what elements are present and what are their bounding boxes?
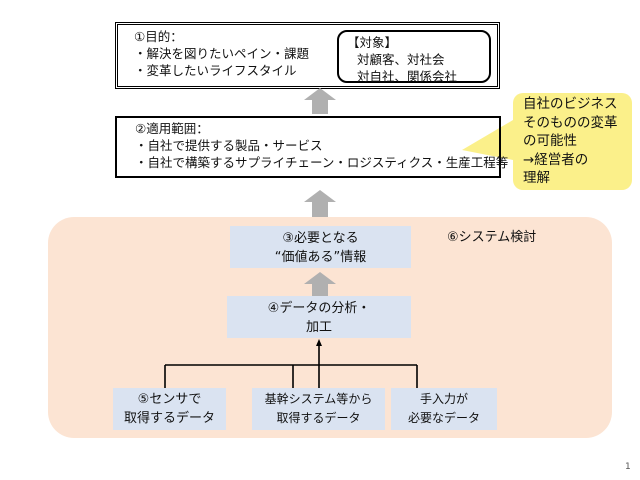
target-title: 【対象】 bbox=[347, 35, 398, 50]
callout-line: 自社のビジネス bbox=[523, 96, 618, 112]
purpose-box: ①目的： ・解決を図りたいペイン・課題 ・変革したいライフスタイル bbox=[115, 22, 500, 89]
core-system-data-box: 基幹システム等から 取得するデータ bbox=[252, 388, 385, 430]
up-arrow-icon bbox=[304, 88, 336, 114]
callout-note: 自社のビジネス そのものの変革 の可能性 →経営者の 理解 bbox=[513, 93, 632, 190]
arrow-head-icon bbox=[316, 339, 322, 346]
info-line: ③必要となる bbox=[282, 231, 359, 246]
page-number: 1 bbox=[625, 462, 631, 472]
info-line: “価値ある”情報 bbox=[274, 250, 367, 265]
source-line: 基幹システム等から bbox=[264, 392, 373, 406]
target-line: 対自社、関係会社 bbox=[357, 69, 458, 84]
up-arrow-icon bbox=[304, 272, 336, 296]
source-line: 手入力が bbox=[419, 392, 468, 406]
callout-line: 理解 bbox=[523, 170, 550, 186]
scope-title: ②適用範囲： bbox=[135, 121, 209, 136]
purpose-title: ①目的： bbox=[134, 29, 183, 44]
callout-line: の可能性 bbox=[523, 133, 577, 149]
target-box: 【対象】 対顧客、対社会 対自社、関係会社 bbox=[337, 30, 491, 84]
purpose-item: ・解決を図りたいペイン・課題 bbox=[134, 46, 310, 61]
scope-item: ・自社で提供する製品・サービス bbox=[135, 138, 323, 153]
source-line: 必要なデータ bbox=[407, 411, 480, 425]
source-line: 取得するデータ bbox=[123, 411, 215, 426]
analysis-line: 加工 bbox=[305, 320, 332, 335]
analysis-box: ④データの分析・ 加工 bbox=[227, 296, 411, 338]
scope-box: ②適用範囲： ・自社で提供する製品・サービス ・自社で構築するサプライチェーン・… bbox=[115, 116, 509, 178]
scope-item: ・自社で構築するサプライチェーン・ロジスティクス・生産工程等 bbox=[135, 155, 509, 170]
valuable-info-box: ③必要となる “価値ある”情報 bbox=[230, 226, 411, 268]
callout-line: →経営者の bbox=[523, 151, 589, 168]
source-line: 取得するデータ bbox=[276, 411, 361, 425]
up-arrow-icon bbox=[304, 190, 336, 217]
callout-line: そのものの変革 bbox=[523, 114, 618, 131]
source-line: ⑤センサで bbox=[137, 392, 202, 407]
system-label: ⑥システム検討 bbox=[447, 230, 537, 245]
sensor-data-box: ⑤センサで 取得するデータ bbox=[113, 388, 226, 430]
purpose-item: ・変革したいライフスタイル bbox=[134, 63, 297, 78]
target-line: 対顧客、対社会 bbox=[357, 52, 445, 67]
analysis-line: ④データの分析・ bbox=[267, 301, 371, 316]
manual-data-box: 手入力が 必要なデータ bbox=[391, 388, 497, 430]
